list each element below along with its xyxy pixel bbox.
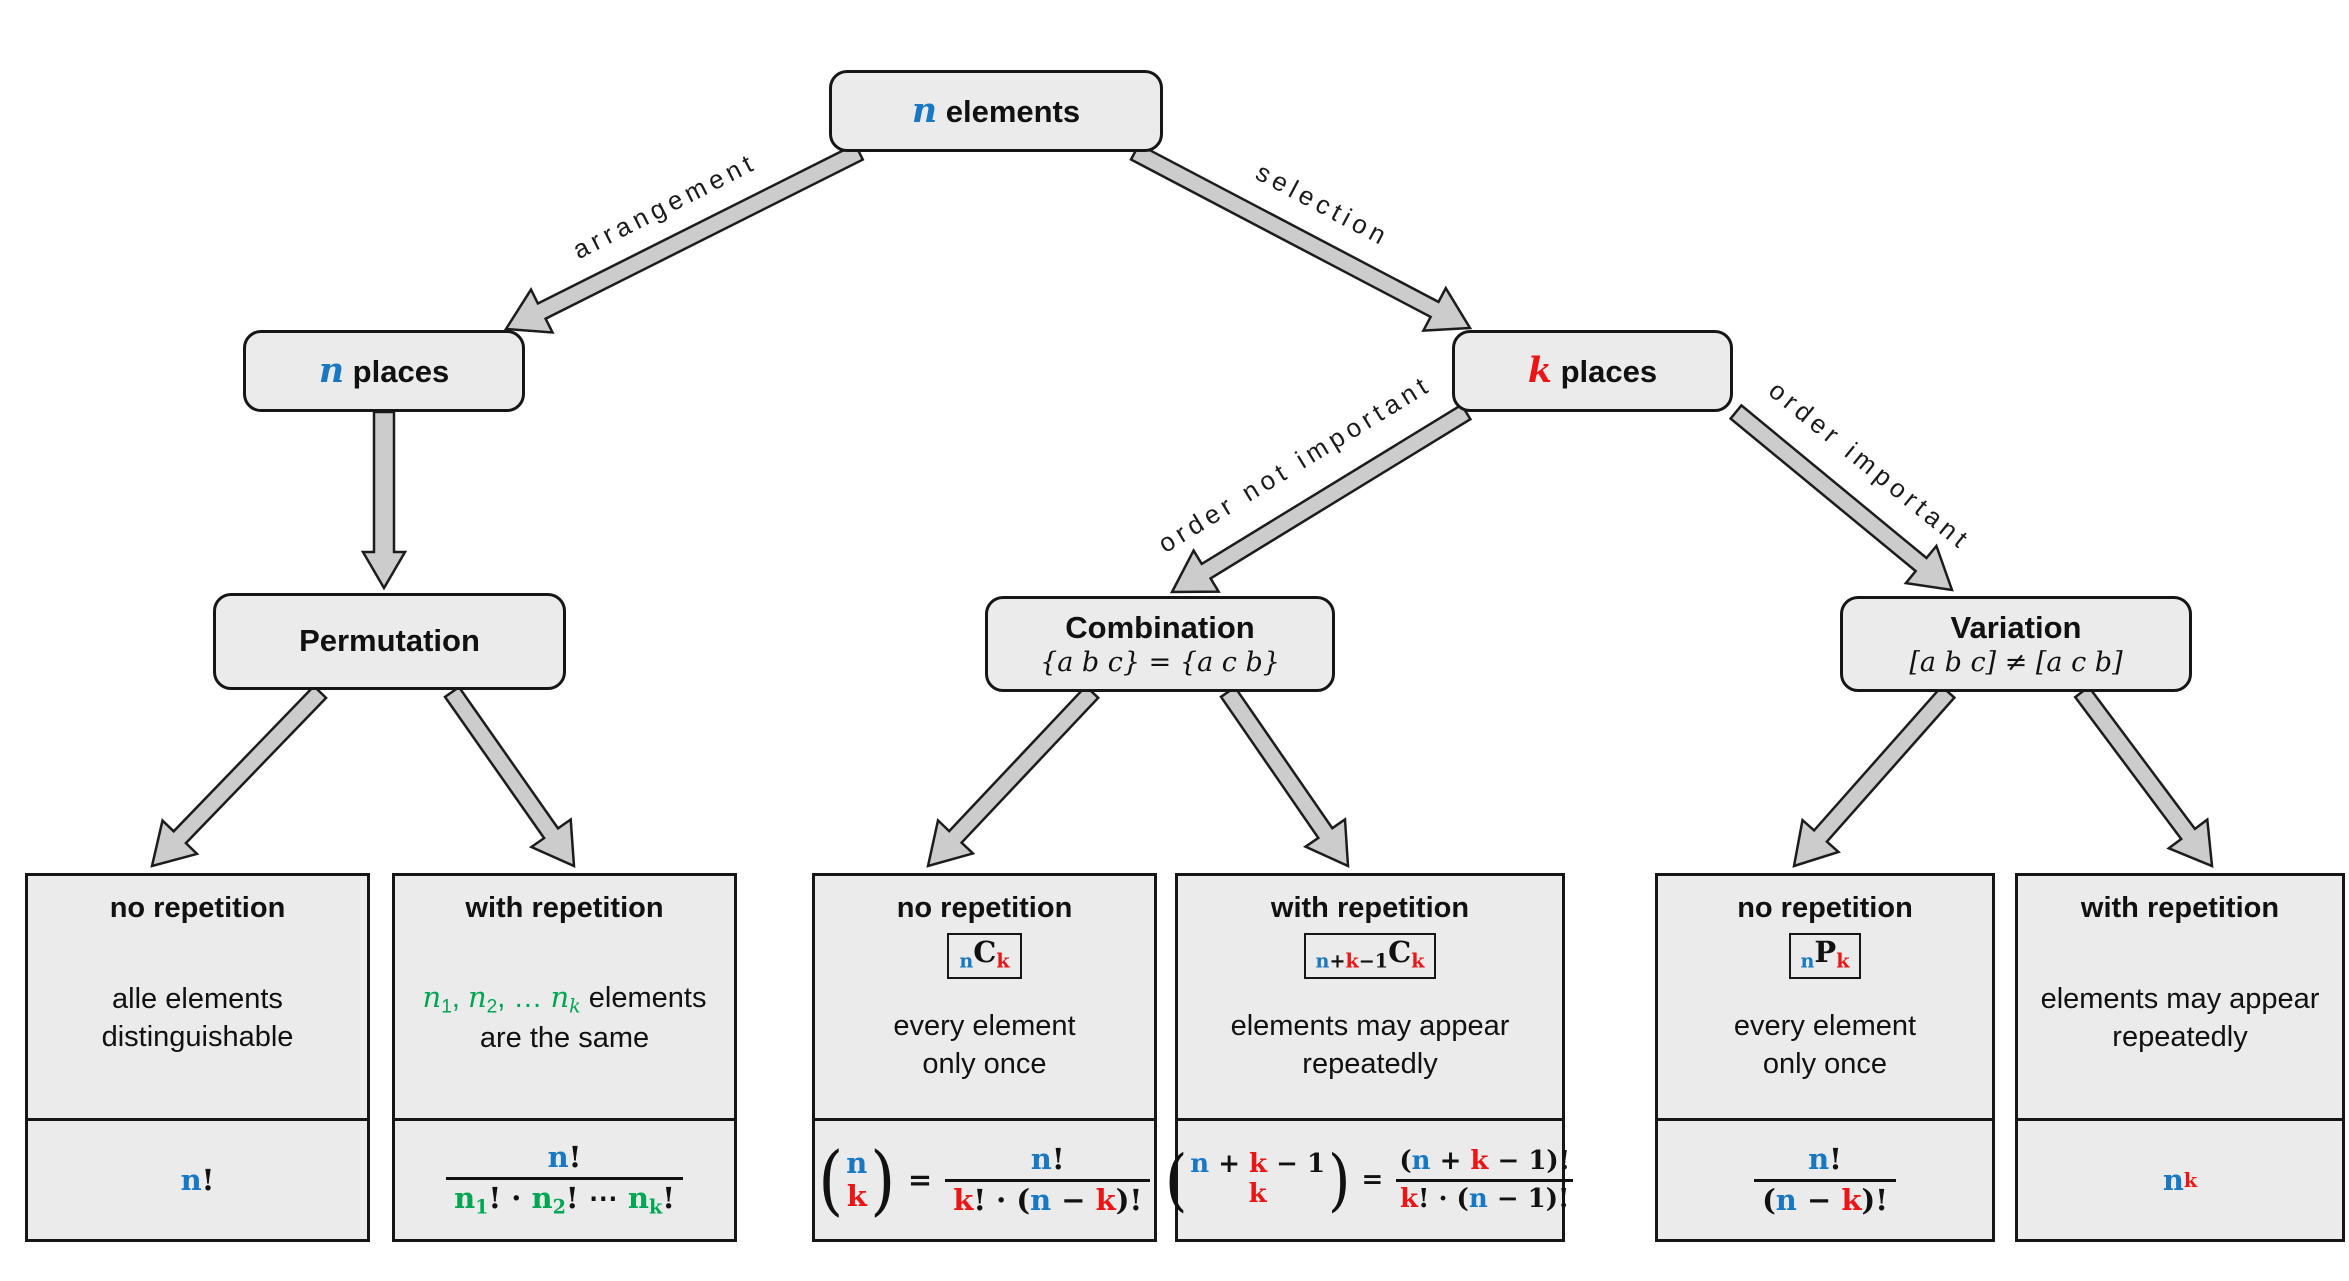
flow-arrow — [443, 685, 576, 868]
leaf-combination-with-repetition: with repetition n+k−1Ck elements may app… — [1165, 873, 1574, 1242]
node-k-places-title: k places — [1527, 349, 1658, 391]
flow-arrow — [926, 684, 1100, 868]
leaf-variation-no-repetition: no repetition nPk every element only onc… — [1655, 873, 1995, 1242]
flow-arrow — [1728, 403, 1954, 592]
node-permutation: Permutation — [213, 593, 566, 690]
node-combination: Combination {a b c} = {a c b} — [985, 596, 1335, 692]
leaf-description: every element only once — [893, 1009, 1076, 1080]
node-permutation-title: Permutation — [299, 623, 480, 659]
node-variation: Variation [a b c] ≠ [a c b] — [1840, 596, 2192, 692]
leaf-description: n1, n2, … nk elements are the same — [422, 980, 707, 1055]
flow-arrow — [150, 684, 328, 868]
node-n-places-title: n places — [318, 349, 450, 391]
node-n-elements: n elements — [829, 70, 1163, 152]
flow-arrow — [503, 142, 865, 334]
flow-arrow — [360, 410, 408, 591]
flow-arrow — [1169, 403, 1473, 594]
leaf-heading: with repetition — [1270, 892, 1470, 924]
symbol-badge-n-plus-k-minus-1-Ck: n+k−1Ck — [1303, 933, 1437, 980]
node-n-elements-title: n elements — [911, 89, 1081, 131]
leaf-permutation-no-repetition: no repetition alle elements distinguisha… — [25, 873, 370, 1242]
node-combination-title: Combination — [1065, 609, 1255, 645]
leaf-heading: no repetition — [896, 892, 1073, 924]
leaf-description: alle elements distinguishable — [101, 982, 294, 1053]
leaf-formula: n!n1! · n2! ⋯ nk! — [395, 1118, 734, 1239]
leaf-heading: no repetition — [109, 892, 286, 924]
flow-arrow — [2073, 685, 2214, 868]
flow-arrow — [1129, 142, 1473, 332]
flow-arrow — [1792, 684, 1957, 868]
leaf-heading: with repetition — [465, 892, 664, 924]
leaf-heading: no repetition — [1737, 892, 1913, 924]
node-k-places: k places — [1452, 330, 1733, 412]
node-variation-subtitle: [a b c] ≠ [a c b] — [1909, 646, 2123, 678]
node-variation-title: Variation — [1950, 609, 2082, 645]
node-combination-subtitle: {a b c} = {a c b} — [1040, 646, 1280, 678]
symbol-badge-nCk: nCk — [947, 933, 1022, 980]
node-n-places: n places — [243, 330, 525, 412]
leaf-formula: n! — [28, 1118, 367, 1239]
leaf-formula: n!(n − k)! — [1658, 1118, 1992, 1239]
leaf-combination-no-repetition: no repetition nCk every element only onc… — [812, 873, 1157, 1242]
leaf-variation-with-repetition: with repetition elements may appear repe… — [2015, 873, 2345, 1242]
symbol-badge-nPk: nPk — [1788, 933, 1862, 980]
leaf-description: elements may appear repeatedly — [2040, 982, 2320, 1053]
flow-arrow — [1219, 685, 1350, 869]
leaf-description: elements may appear repeatedly — [1230, 1009, 1510, 1080]
leaf-heading: with repetition — [2080, 892, 2280, 924]
leaf-description: every element only once — [1733, 1009, 1917, 1080]
leaf-permutation-with-repetition: with repetition n1, n2, … nk elements ar… — [392, 873, 737, 1242]
